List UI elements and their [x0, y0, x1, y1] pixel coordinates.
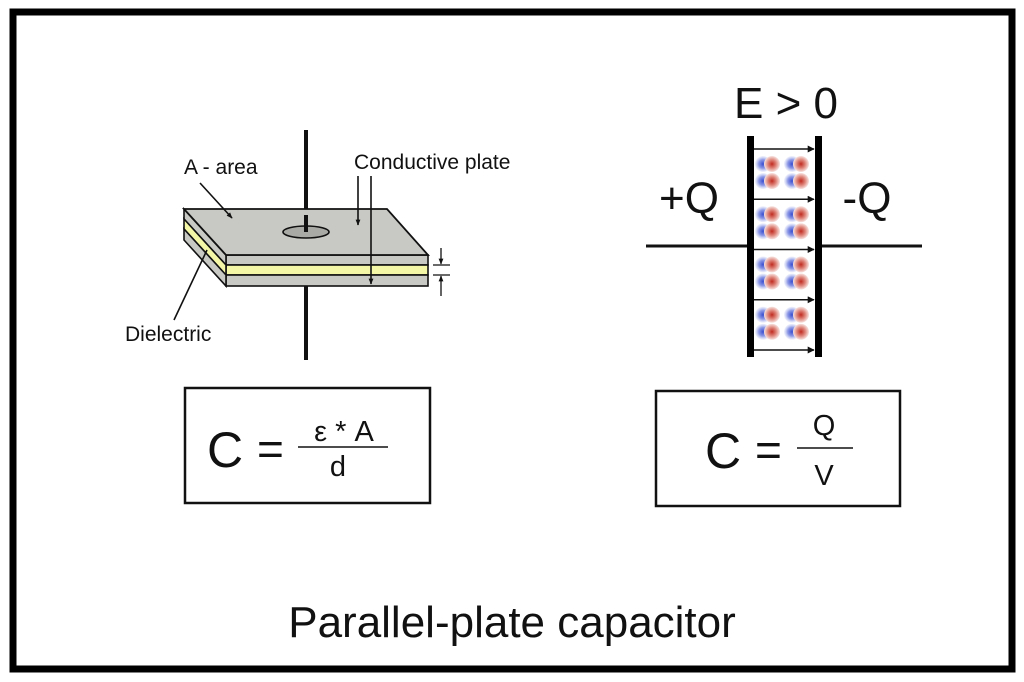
dipole-positive-end: [793, 206, 809, 223]
dipole-positive-end: [764, 173, 780, 189]
dipole: [755, 323, 780, 340]
dipole-positive-end: [764, 273, 780, 290]
dipole: [784, 306, 809, 323]
field-arrows: [754, 145, 815, 354]
area-label: A - area: [184, 156, 258, 179]
dipole-positive-end: [793, 173, 809, 189]
dipole: [755, 156, 780, 172]
formula-definition-denominator: V: [814, 460, 834, 492]
formula-geometric-denominator: d: [330, 451, 346, 483]
formula-definition-equals: =: [755, 424, 782, 476]
dipole: [784, 273, 809, 290]
dipole: [784, 256, 809, 273]
dipole: [755, 206, 780, 223]
dipole: [755, 306, 780, 323]
dipole-positive-end: [764, 323, 780, 340]
dipole-positive-end: [793, 156, 809, 172]
dipole-positive-end: [764, 256, 780, 273]
formula-definition-numerator: Q: [813, 410, 836, 442]
dipole-positive-end: [764, 223, 780, 240]
field-label: E > 0: [734, 79, 838, 128]
diagram-title: Parallel-plate capacitor: [288, 598, 736, 647]
dipole-grid: [755, 156, 809, 340]
dipole: [755, 173, 780, 189]
dipole-positive-end: [764, 156, 780, 172]
formula-geometric-numerator: ε * A: [314, 416, 374, 448]
dipole-positive-end: [764, 206, 780, 223]
outer-frame: [9, 8, 1016, 673]
conductive-plate-label: Conductive plate: [354, 151, 510, 174]
capacitor-3d-illustration: A - area Conductive plate Dielectric: [125, 130, 510, 360]
formula-box-geometric-frame: [183, 386, 432, 505]
dipole-positive-end: [793, 306, 809, 323]
dielectric-pointer-line: [173, 249, 208, 321]
positive-plate: [747, 136, 754, 357]
formula-geometric-lhs: C: [207, 422, 243, 478]
formula-geometric-equals: =: [257, 423, 284, 475]
dipole: [755, 223, 780, 240]
formula-definition-lhs: C: [705, 423, 741, 479]
positive-charge-label: +Q: [659, 174, 719, 223]
bottom-plate-side: [183, 226, 227, 289]
capacitor-field-illustration: E > 0 +Q -Q: [646, 79, 922, 357]
dipole-positive-end: [793, 273, 809, 290]
formula-box-definition-frame: [654, 389, 902, 508]
area-pointer-arrow: [199, 182, 233, 219]
top-plate-front: [225, 254, 429, 266]
negative-charge-label: -Q: [843, 174, 892, 223]
dipole: [755, 273, 780, 290]
dipole-positive-end: [764, 306, 780, 323]
dipole: [755, 256, 780, 273]
negative-plate: [815, 136, 822, 357]
bottom-plate-front: [225, 274, 429, 287]
dielectric-layer-front: [225, 264, 429, 276]
dipole-positive-end: [793, 256, 809, 273]
dielectric-label: Dielectric: [125, 323, 211, 346]
dipole: [784, 223, 809, 240]
dipole-positive-end: [793, 323, 809, 340]
dipole: [784, 173, 809, 189]
dipole: [784, 323, 809, 340]
dipole: [784, 206, 809, 223]
dipole: [784, 156, 809, 172]
formula-box-geometric: C = ε * A d: [183, 386, 432, 505]
dipole-positive-end: [793, 223, 809, 240]
formula-box-definition: C = Q V: [654, 389, 902, 508]
